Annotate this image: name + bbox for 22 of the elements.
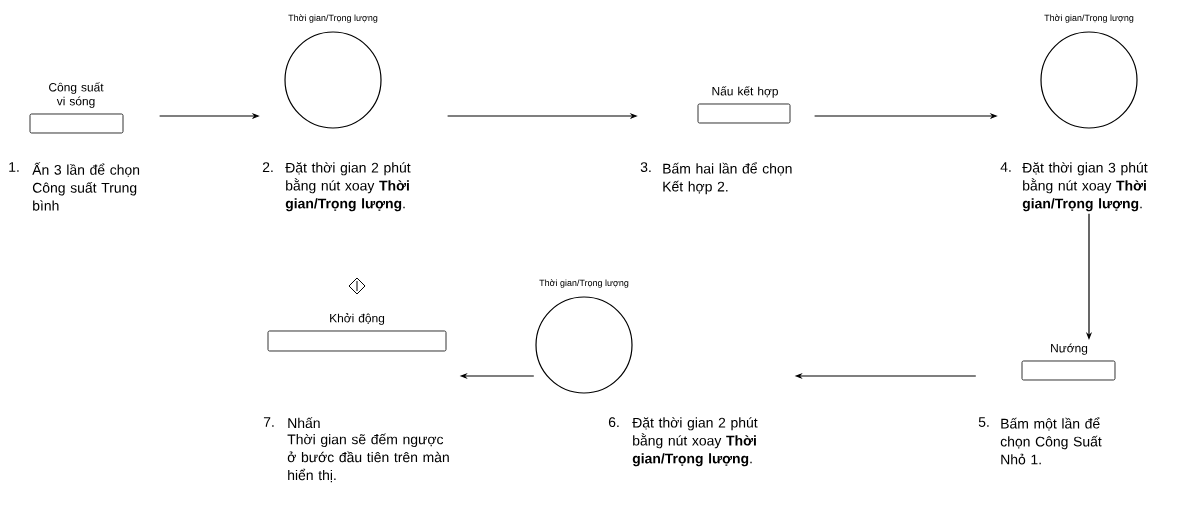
dial-label: Thời gian/Trọng lượng — [539, 279, 629, 288]
button-label: Công suất vi sóng — [49, 82, 104, 108]
step-instruction: Thời gian sẽ đếm ngược ở bước đầu tiên trên màn hiển thị. — [287, 433, 449, 483]
step-number: 5. — [978, 417, 989, 427]
button-label: Nướng — [1051, 343, 1088, 355]
step-number: 1. — [9, 162, 19, 172]
dial-label: Thời gian/Trọng lượng — [288, 14, 378, 23]
step-instruction: Đặt thời gian 3 phút bằng nút xoay Thời gian/Trọng lượng. — [1022, 162, 1148, 212]
step-instruction: Ấn 3 lần để chọn Công suất Trung bình — [32, 162, 140, 211]
step-number: 6. — [608, 417, 619, 428]
step-number: 4. — [1000, 162, 1011, 172]
step-instruction: Bấm một lần để chọn Công Suất Nhỏ 1. — [1000, 417, 1102, 465]
step-number: 7. — [263, 417, 274, 427]
button-label: Khởi động — [330, 313, 385, 325]
step-number: 3. — [640, 162, 651, 173]
step-instruction: Bấm hai lần để chọn Kết hợp 2. — [663, 162, 792, 195]
dial-label: Thời gian/Trọng lượng — [1044, 14, 1134, 23]
step-instruction: Đặt thời gian 2 phút bằng nút xoay Thời gian/Trọng lượng. — [285, 162, 411, 212]
button-label: Nấu kết hợp — [712, 86, 778, 98]
step-instruction: Nhấn — [288, 417, 320, 429]
step-number: 2. — [262, 162, 273, 172]
step-instruction: Đặt thời gian 2 phút bằng nút xoay Thời gian/Trọng lượng. — [632, 417, 758, 467]
